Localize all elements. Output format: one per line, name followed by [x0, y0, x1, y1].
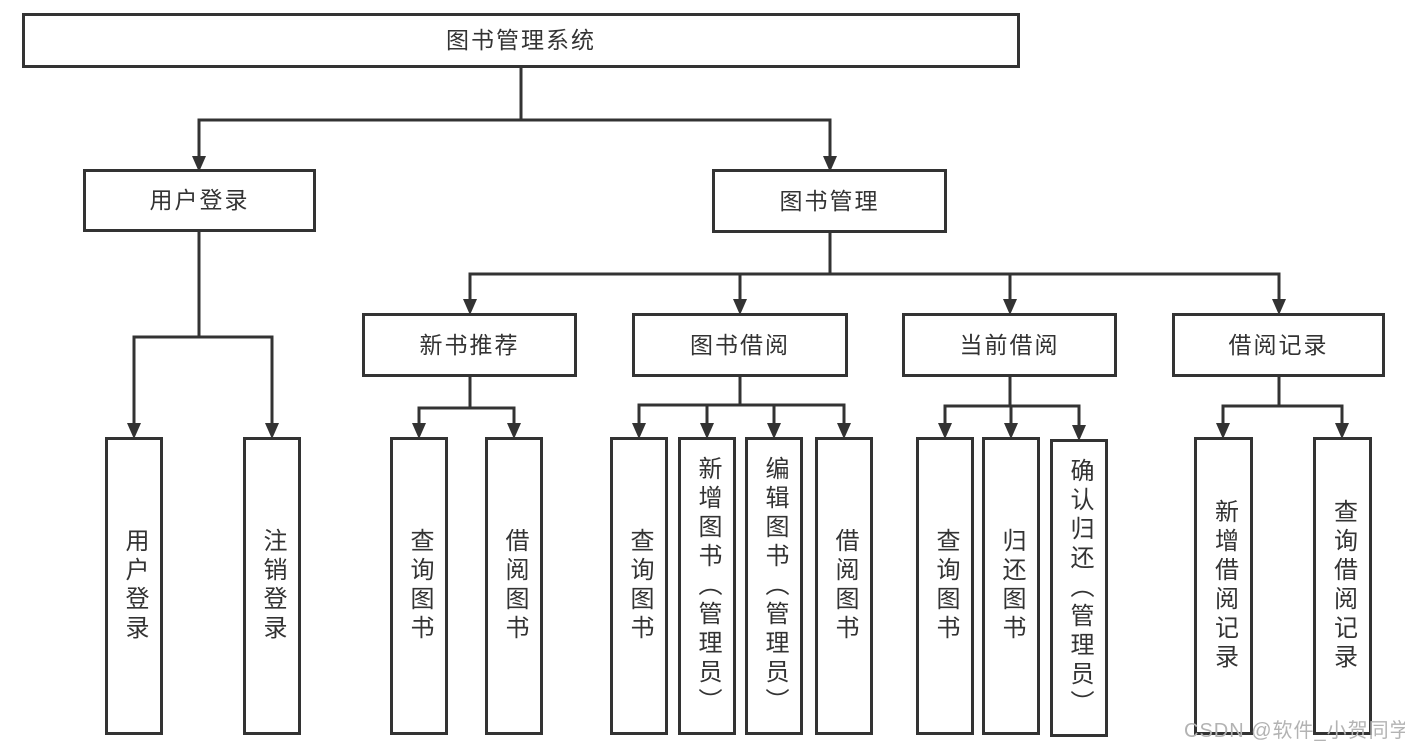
node-leaf-return-books: 归还图书 [982, 437, 1040, 735]
arrowhead-icon [733, 299, 747, 315]
arrowhead-icon [412, 423, 426, 439]
arrowhead-icon [700, 423, 714, 439]
node-leaf-logout: 注销登录 [243, 437, 301, 735]
node-leaf-query-books-c: 查询图书 [916, 437, 974, 735]
node-leaf-user-login: 用户登录 [105, 437, 163, 735]
arrowhead-icon [1216, 423, 1230, 439]
node-leaf-confirm-return-admin: 确认归还（管理员） [1050, 439, 1108, 737]
node-leaf-add-borrow-record: 新增借阅记录 [1194, 437, 1253, 735]
node-borrow-records: 借阅记录 [1172, 313, 1385, 377]
node-leaf-query-borrow-record: 查询借阅记录 [1313, 437, 1372, 735]
arrowhead-icon [632, 423, 646, 439]
arrowhead-icon [1003, 299, 1017, 315]
arrowhead-icon [507, 423, 521, 439]
arrowhead-icon [823, 156, 837, 172]
node-book-borrowing: 图书借阅 [632, 313, 848, 377]
arrowhead-icon [463, 299, 477, 315]
arrowhead-icon [938, 423, 952, 439]
node-book-management: 图书管理 [712, 169, 947, 233]
node-current-borrowing: 当前借阅 [902, 313, 1117, 377]
node-system-root: 图书管理系统 [22, 13, 1020, 68]
node-leaf-query-books-a: 查询图书 [390, 437, 448, 735]
node-leaf-edit-book-admin: 编辑图书（管理员） [745, 437, 803, 735]
arrowhead-icon [127, 423, 141, 439]
arrowhead-icon [192, 156, 206, 172]
arrowhead-icon [1335, 423, 1349, 439]
node-user-login-module: 用户登录 [83, 169, 316, 232]
node-leaf-query-books-b: 查询图书 [610, 437, 668, 735]
node-leaf-borrow-books-a: 借阅图书 [485, 437, 543, 735]
node-new-book-recommend: 新书推荐 [362, 313, 577, 377]
node-leaf-borrow-books-b: 借阅图书 [815, 437, 873, 735]
arrowhead-icon [1004, 423, 1018, 439]
arrowhead-icon [1072, 425, 1086, 441]
arrowhead-icon [837, 423, 851, 439]
arrowhead-icon [265, 423, 279, 439]
arrowhead-icon [1272, 299, 1286, 315]
node-leaf-add-book-admin: 新增图书（管理员） [678, 437, 736, 735]
arrowhead-icon [767, 423, 781, 439]
watermark: CSDN @软件_小贺同学 [1184, 720, 1405, 742]
